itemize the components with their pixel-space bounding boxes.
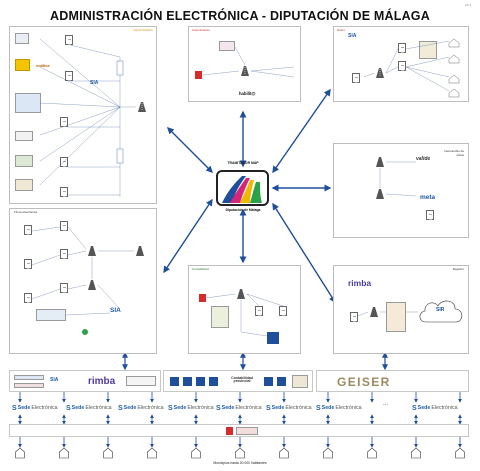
sia-logo-row: SIA <box>50 377 59 383</box>
firma-road-icon-1 <box>88 246 96 256</box>
panel-intercambio: Intercambio de datos valide meta <box>333 143 469 238</box>
panel-caption: Registro <box>452 267 464 271</box>
intercambio-road-icon-2 <box>376 189 384 199</box>
arrow-center-bottom-right <box>272 202 336 304</box>
arrow-center-left-mid <box>163 198 213 274</box>
panel-datos: Datos SIA <box>333 26 469 102</box>
municipio-houses <box>15 447 465 459</box>
page-title: ADMINISTRACIÓN ELECTRÓNICA - DIPUTACIÓN … <box>50 9 430 23</box>
version-label: V1.4 <box>464 3 471 7</box>
contabilidad-provincial-label: Contabilidad provincial <box>231 376 253 383</box>
notifica-logo: notifica <box>36 64 50 68</box>
panel-caption: Datos <box>337 28 345 32</box>
sede-ellipsis-1: ... <box>383 401 389 407</box>
platform-row-left: SIA rimba <box>9 370 161 392</box>
panel-caption: Firma electrónica <box>14 210 38 214</box>
notification-bar <box>9 424 469 437</box>
contabilidad-road-icon <box>237 289 245 299</box>
panel-administracion: Administración notifica SIA <box>9 26 157 204</box>
sede-electronica-3[interactable]: S Sede Electrónica <box>118 404 164 412</box>
panel-caption: Intercambio de datos <box>444 149 464 157</box>
center-bottom-label: Diputación de Málaga <box>225 208 261 212</box>
intercambio-road-icon-1 <box>376 157 384 167</box>
habilit-logo: habilit@ <box>239 91 256 96</box>
sede-electronica-5[interactable]: S Sede Electrónica <box>216 404 262 412</box>
arrow-center-top-right <box>272 88 331 174</box>
platform-row-right: GEISER <box>316 370 469 392</box>
firma-road-icon-3 <box>136 246 144 256</box>
sia-logo-firma: SIA <box>110 307 121 314</box>
valide-logo: valide <box>416 156 431 162</box>
firma-road-icon-2 <box>88 280 96 290</box>
sede-electronica-2[interactable]: S Sede Electrónica <box>66 404 112 412</box>
center-top-label: TRAMITADOR MÁP <box>227 161 259 165</box>
diputacion-logo <box>216 170 269 206</box>
sia-logo-admin: SIA <box>90 80 99 86</box>
sir-label: SIR <box>436 307 445 313</box>
rimba-logo: rimba <box>348 278 372 288</box>
arrow-center-top-left <box>167 127 213 173</box>
sede-electronica-4[interactable]: S Sede Electrónica <box>168 404 214 412</box>
sia-logo-datos: SIA <box>348 33 357 39</box>
panel-autenticacion: Autenticación habilit@ <box>188 26 301 102</box>
panel-caption: Autenticación <box>192 28 211 32</box>
tramitador-road-icon <box>138 102 146 112</box>
sede-electronica-7[interactable]: S Sede Electrónica <box>316 404 362 412</box>
panel-firma: Firma electrónica SIA <box>9 208 157 354</box>
registro-road-icon <box>370 307 378 317</box>
geiser-logo: GEISER <box>337 375 391 389</box>
panel-caption: Administración <box>133 28 153 32</box>
panel-contabilidad: Contabilidad <box>188 265 301 354</box>
footer-caption: Municipios hasta 20.000 habitantes <box>213 461 267 465</box>
sede-electronica-8[interactable]: S Sede Electrónica <box>412 404 458 412</box>
platform-row-mid: Contabilidad provincial <box>163 370 313 392</box>
panel-caption: Contabilidad <box>192 267 209 271</box>
rimba-logo-row: rimba <box>88 376 116 387</box>
meta-logo: meta <box>420 194 436 201</box>
panel-registro: Registro rimba SIR <box>333 265 469 354</box>
correos-logo <box>15 59 30 71</box>
auth-road-icon <box>241 66 249 76</box>
sede-electronica-1[interactable]: S Sede Electrónica <box>12 404 58 412</box>
sir-cloud <box>419 300 463 323</box>
datos-road-icon <box>376 68 384 78</box>
sede-electronica-6[interactable]: S Sede Electrónica <box>266 404 312 412</box>
